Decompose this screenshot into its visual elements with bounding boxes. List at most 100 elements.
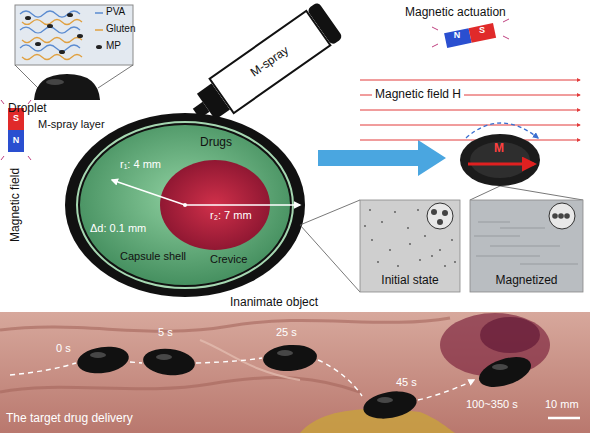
magnetized-photo [470, 200, 583, 292]
part-label: Capsule shell [120, 250, 186, 263]
magnet-symbol [444, 28, 472, 48]
legend-text: Gluten [106, 23, 135, 35]
capsule [65, 113, 305, 297]
magnet-symbol [469, 23, 497, 43]
composition-inset [20, 11, 80, 17]
legend-line-sample [95, 12, 103, 14]
magnetized-photo [500, 228, 545, 229]
composition-inset [67, 13, 73, 17]
pole-label: S [13, 113, 19, 123]
initial-state-photo [389, 249, 391, 251]
node-text: M-spray [248, 44, 291, 80]
composition-inset [35, 42, 41, 46]
tissue-photo [440, 313, 550, 377]
time-label: 5 s [158, 326, 173, 339]
field-lines [360, 125, 580, 126]
composition-inset [77, 34, 83, 38]
process-arrow [318, 140, 446, 176]
time-label: 0 s [56, 342, 71, 355]
photo-zoom-lines [470, 186, 500, 200]
initial-state-photo [431, 209, 437, 215]
tissue-photo [196, 358, 262, 363]
field-lines [360, 140, 580, 141]
zoom-lines [15, 65, 38, 88]
initial-state-photo [442, 210, 448, 216]
composition-inset [20, 45, 80, 51]
caption-label: Inanimate object [230, 296, 318, 310]
initial-state-photo [397, 265, 399, 267]
photo-zoom-lines [300, 186, 583, 292]
composition-inset [22, 20, 82, 25]
initial-state-photo [454, 261, 456, 263]
magnetized-photo [552, 213, 558, 219]
magnetized-photo [490, 246, 560, 247]
caption-label: The target drug delivery [6, 412, 133, 426]
composition-inset [22, 55, 82, 60]
magnet-symbol [432, 19, 509, 47]
composition-inset [59, 50, 65, 54]
magnetized-photo [474, 236, 520, 237]
tissue-photo [0, 312, 590, 433]
magnetized-photo [476, 256, 540, 257]
tissue-photo [492, 364, 508, 370]
composition-inset [15, 5, 133, 65]
magnetized-capsule [460, 123, 540, 186]
part-label: Crevice [210, 253, 247, 266]
composition-inset [22, 38, 82, 43]
magnet-symbol [432, 19, 509, 48]
tissue-photo [475, 351, 534, 392]
part-label: Drugs [200, 136, 232, 150]
initial-state-photo [417, 209, 419, 211]
initial-state-photo [409, 243, 411, 245]
time-label: 100~350 s [466, 398, 518, 411]
node-text: Magnetized [495, 274, 557, 288]
legend-line-sample [95, 29, 103, 31]
magnetized-photo [520, 264, 578, 265]
field-lines [360, 80, 580, 81]
tissue-photo [156, 354, 172, 360]
initial-state-photo [371, 239, 373, 241]
magnetized-capsule [460, 134, 540, 186]
tissue-photo [277, 350, 293, 356]
tissue-photo [142, 346, 196, 377]
dimension-label: Δd: 0.1 mm [90, 222, 146, 235]
time-label: 25 s [276, 326, 297, 339]
photo-zoom-lines [500, 186, 583, 200]
initial-state-photo [407, 227, 409, 229]
initial-state-photo [364, 225, 366, 227]
initial-state-photo [394, 211, 396, 213]
zoom-lines [98, 65, 133, 88]
initial-state-photo [424, 235, 426, 237]
tissue-photo [480, 317, 540, 353]
photo-zoom-lines [300, 225, 360, 292]
magnetized-photo [478, 222, 510, 223]
tissue-photo [90, 352, 106, 358]
tissue-photo [0, 378, 360, 392]
capsule [185, 204, 300, 206]
initial-state-photo [451, 239, 453, 241]
scale-bar [548, 417, 580, 420]
micrograph-box: Magnetized [470, 200, 583, 292]
tissue-photo [0, 312, 590, 433]
tissue-photo [130, 362, 142, 363]
initial-state-photo [369, 209, 371, 211]
tissue-photo [361, 388, 419, 423]
initial-state-photo [427, 203, 453, 229]
field-lines [360, 80, 580, 140]
axis-label: Magnetic field [9, 168, 23, 242]
initial-state-photo [377, 261, 379, 263]
tissue-photo [377, 397, 393, 403]
legend-text: PVA [106, 6, 125, 18]
spray-can-body: M-spray [208, 10, 332, 115]
dimension-label: r₁: 4 mm [120, 158, 161, 171]
pole-label: N [454, 30, 461, 40]
magnetized-capsule [468, 163, 534, 166]
initial-state-photo [419, 259, 421, 261]
vector-label: M [494, 142, 504, 156]
capsule [183, 203, 187, 207]
tissue-photo [75, 343, 534, 422]
tissue-photo [75, 344, 130, 377]
initial-state-photo [439, 249, 441, 251]
pole-label: N [13, 135, 20, 145]
legend-dot-sample [96, 45, 102, 49]
